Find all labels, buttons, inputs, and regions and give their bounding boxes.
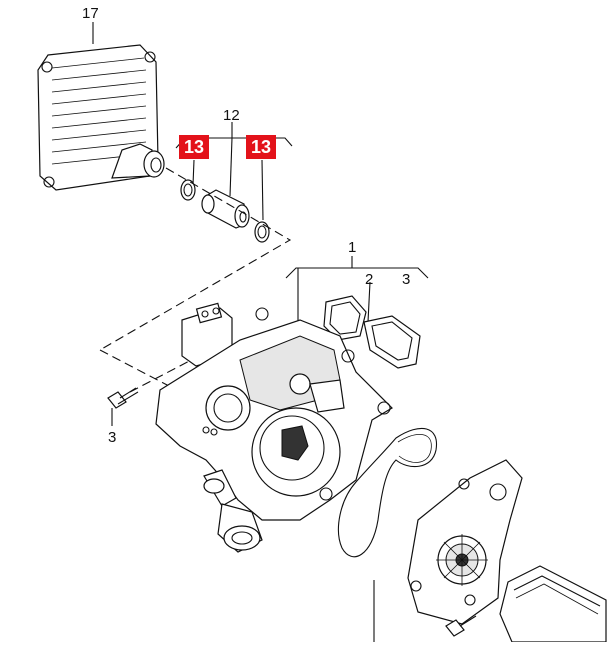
bolt-left xyxy=(107,387,139,426)
label-gasket: 2 xyxy=(365,271,374,288)
oil-cooler xyxy=(37,22,165,191)
label-thermostat-housing: 1 xyxy=(348,239,357,256)
water-pump xyxy=(407,459,523,625)
gasket-set xyxy=(323,295,421,369)
connector-assembly xyxy=(175,122,293,243)
label-oil-cooler: 17 xyxy=(82,5,99,22)
bolt-lower xyxy=(373,580,477,642)
belt xyxy=(499,565,607,643)
thermostat-housing xyxy=(155,302,393,553)
seal-ring-left xyxy=(180,179,196,201)
large-o-ring xyxy=(337,427,438,558)
label-bolt-upper: 3 xyxy=(402,271,411,288)
seal-ring-right xyxy=(254,221,270,243)
leader-group-1 xyxy=(285,256,429,330)
badge-seal-right: 13 xyxy=(246,135,276,159)
label-bolt-lower: 3 xyxy=(108,429,117,446)
badge-seal-left: 13 xyxy=(179,135,209,159)
label-connector: 12 xyxy=(223,107,240,124)
